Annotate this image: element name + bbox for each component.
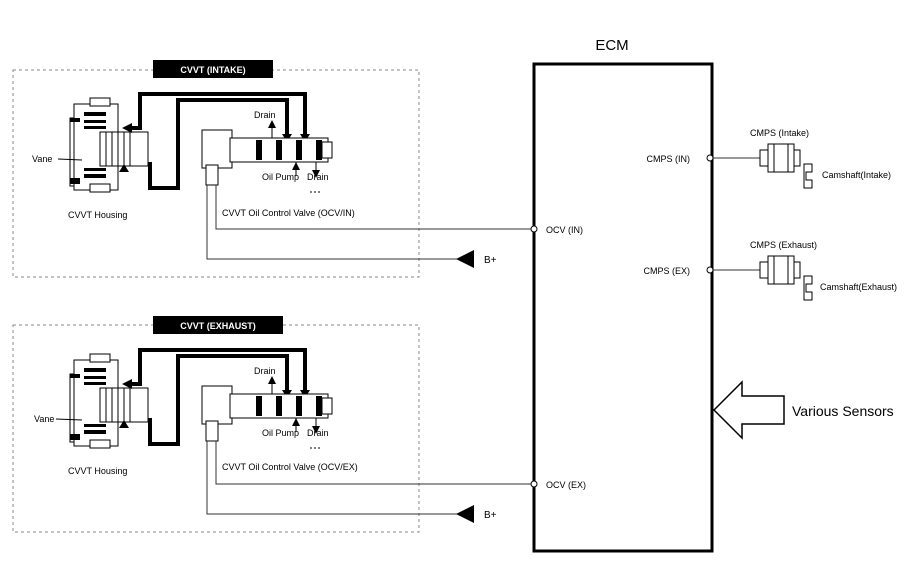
camshaft-exhaust-profile [803,275,813,301]
intake-supply-wire [206,185,458,260]
intake-oil-pump-label: Oil Pump [262,172,299,182]
exhaust-drain-top-arrow [268,376,276,384]
exhaust-flow-arrow-lower [119,420,129,428]
intake-dashed-border [12,69,420,278]
cmps-exhaust-sensor-group: CMPS (Exhaust) Camshaft(Exhaust) [706,240,897,301]
intake-drain-top-arrow [268,120,276,128]
intake-housing-label: CVVT Housing [68,210,127,220]
intake-oil-line-outer [130,92,307,134]
exhaust-oil-control-valve [201,385,333,442]
intake-flow-arrow-lower [119,164,129,172]
intake-vane-leader [57,158,83,161]
exhaust-title: CVVT (EXHAUST) [180,321,256,331]
cvvt-exhaust-group: CVVT (EXHAUST) Vane CVVT Housing [12,316,538,533]
exhaust-drain-bottom-arrow [312,426,320,434]
exhaust-ocv-connector [530,480,538,488]
cmps-intake-label: CMPS (Intake) [750,128,809,138]
exhaust-ocv-signal-wire [215,441,534,485]
various-sensors-arrow-icon [712,380,785,440]
exhaust-oil-pump-label: Oil Pump [262,428,299,438]
exhaust-supply-label: B+ [484,510,497,521]
intake-drain-bottom-label: Drain [307,172,329,182]
intake-drain-bottom-arrow [312,170,320,178]
exhaust-vane-label: Vane [34,414,54,424]
intake-title: CVVT (INTAKE) [180,65,245,75]
exhaust-title-plate [153,316,283,334]
exhaust-drain-top-label: Drain [254,366,276,376]
intake-oil-pump-arrow [292,162,300,170]
intake-drain-top-label: Drain [254,110,276,120]
intake-supply-label: B+ [484,255,497,266]
exhaust-flow-arrow-upper [122,379,132,389]
intake-cvvt-housing [69,97,149,193]
intake-ocv-signal-wire [215,185,534,230]
intake-valve-label: CVVT Oil Control Valve (OCV/IN) [222,208,355,218]
exhaust-vane-leader [55,418,83,421]
exhaust-oil-pump-arrow [292,418,300,426]
cmps-intake-sensor [759,143,801,173]
exhaust-cvvt-housing [69,353,149,449]
intake-vane-label: Vane [32,154,52,164]
ecm-module: ECM OCV (IN) OCV (EX) CMPS (IN) CMPS (EX… [532,37,714,553]
cmps-exhaust-connector [706,266,714,274]
intake-supply-arrow [456,250,474,268]
camshaft-intake-profile [803,163,813,189]
exhaust-dashed-border [12,324,420,533]
intake-flow-arrow-upper [122,123,132,133]
intake-title-plate [153,60,273,78]
cvvt-intake-group: CVVT (INTAKE) Vane CVVT Housing [12,60,538,278]
ecm-pin-cmps-ex: CMPS (EX) [643,266,690,276]
exhaust-housing-label: CVVT Housing [68,466,127,476]
exhaust-supply-wire [206,441,458,515]
various-sensors-label: Various Sensors [792,403,894,419]
intake-oil-control-valve [201,129,333,186]
ecm-pin-ocv-ex: OCV (EX) [546,480,586,490]
exhaust-oil-line-inner [148,354,289,446]
cmps-intake-connector [706,154,714,162]
cmps-exhaust-label: CMPS (Exhaust) [750,240,817,250]
ecm-box [532,62,714,553]
exhaust-valve-label: CVVT Oil Control Valve (OCV/EX) [222,462,358,472]
camshaft-intake-label: Camshaft(Intake) [822,170,891,180]
exhaust-drain-bottom-label: Drain [307,428,329,438]
intake-ocv-connector [530,225,538,233]
cmps-exhaust-sensor [759,255,801,285]
ecm-title: ECM [595,37,628,54]
camshaft-exhaust-label: Camshaft(Exhaust) [820,282,897,292]
cmps-intake-sensor-group: CMPS (Intake) Camshaft(Intake) [706,128,891,189]
exhaust-supply-arrow [456,505,474,523]
various-sensors-group: Various Sensors [712,380,894,440]
ecm-pin-cmps-in: CMPS (IN) [647,154,691,164]
ecm-pin-ocv-in: OCV (IN) [546,225,583,235]
intake-oil-line-inner [148,98,289,190]
exhaust-oil-line-outer [130,348,307,390]
